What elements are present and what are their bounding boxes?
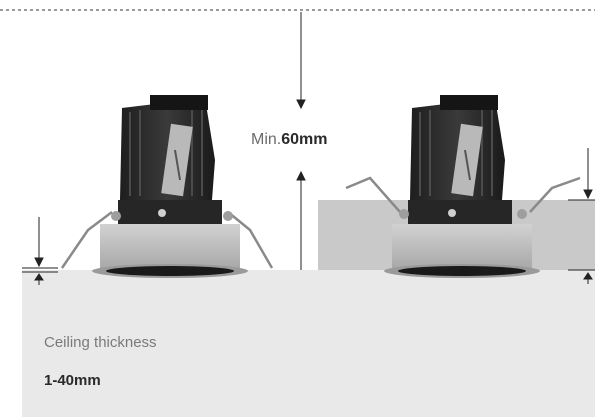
thickness-range-label: 1-40mm: [44, 372, 101, 389]
ceiling-slab: [22, 270, 595, 417]
thickness-dimension-right: [568, 148, 595, 284]
min-height-prefix: Min.: [251, 131, 282, 148]
left-downlight-icon: [60, 95, 274, 278]
thickness-dimension-left: [22, 217, 58, 285]
min-height-dimension: [296, 12, 306, 270]
min-height-value: 60mm: [281, 131, 328, 148]
min-height-label: Min.60mm: [251, 131, 327, 149]
ceiling-thickness-label: Ceiling thickness: [44, 334, 157, 351]
right-downlight-icon: [345, 95, 581, 278]
